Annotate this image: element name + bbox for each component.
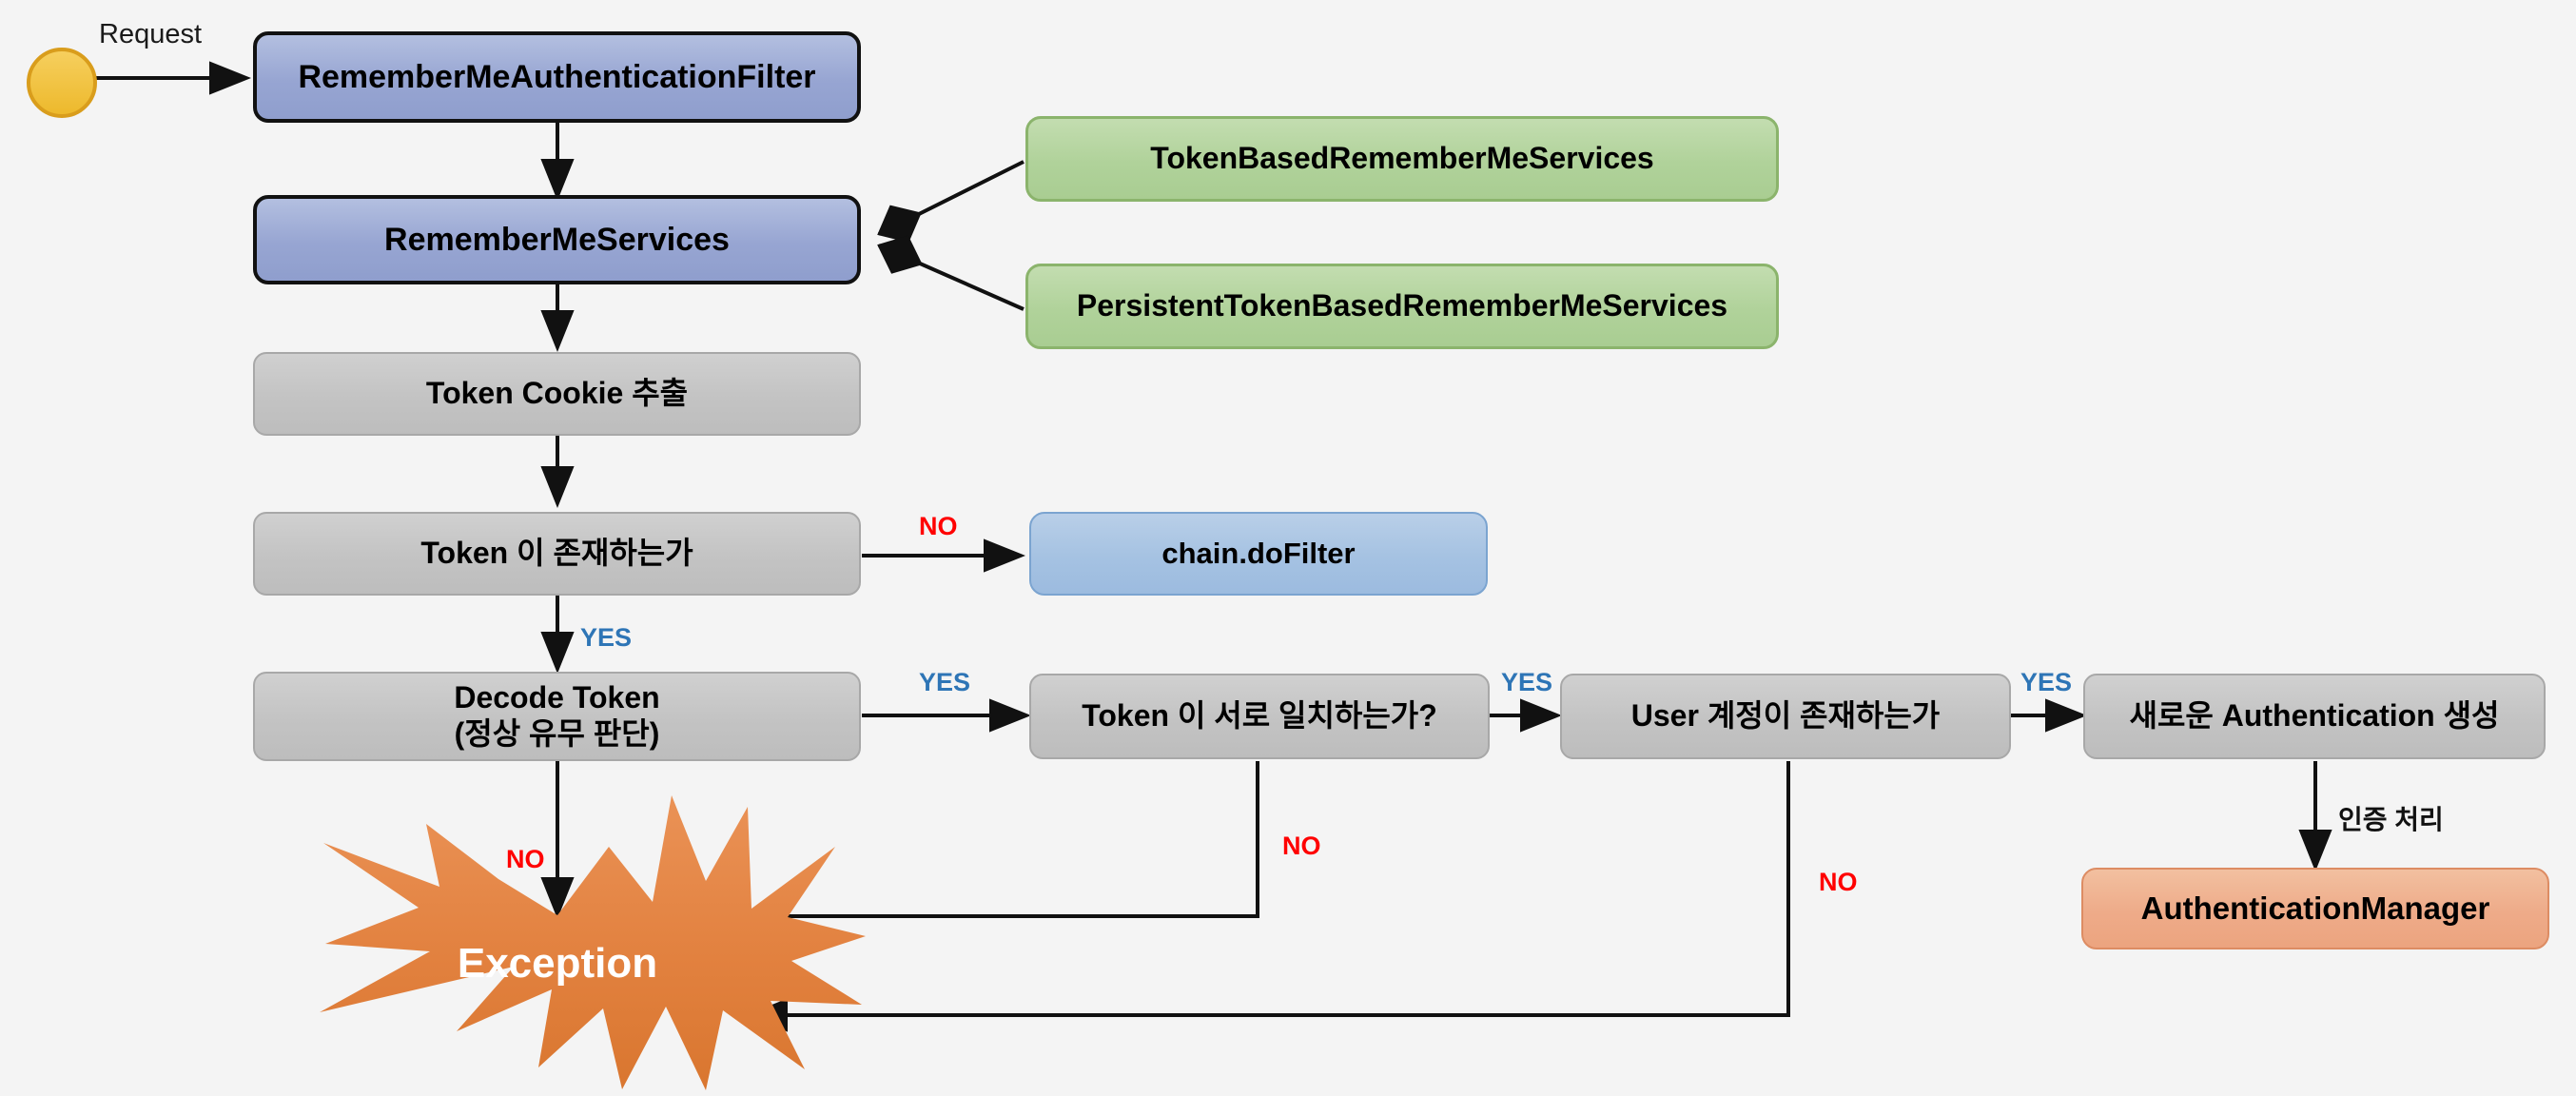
node-remembermeservices[interactable]: RememberMeServices xyxy=(253,195,861,284)
node-label: RememberMeServices xyxy=(384,221,730,258)
edge-label-user-exists-yes: YES xyxy=(2020,668,2073,696)
edge-label-decode-no: NO xyxy=(506,845,545,873)
edge-tokenmatch-to-exception xyxy=(736,761,1259,933)
node-tokenbasedremembermeservices[interactable]: TokenBasedRememberMeServices xyxy=(1025,116,1779,202)
node-token-match-decision[interactable]: Token 이 서로 일치하는가? xyxy=(1029,674,1490,759)
node-label-line1: Decode Token xyxy=(454,680,660,715)
node-token-exists-decision[interactable]: Token 이 존재하는가 xyxy=(253,512,861,596)
node-chain-dofilter[interactable]: chain.doFilter xyxy=(1029,512,1488,596)
node-label: RememberMeAuthenticationFilter xyxy=(298,58,816,95)
node-remembermeauthenticationfilter[interactable]: RememberMeAuthenticationFilter xyxy=(253,31,861,123)
node-label: TokenBasedRememberMeServices xyxy=(1150,141,1654,176)
node-label: Token 이 존재하는가 xyxy=(420,536,693,571)
node-label: PersistentTokenBasedRememberMeServices xyxy=(1076,288,1728,323)
edge-label-token-exists-no: NO xyxy=(919,512,958,540)
node-decode-token[interactable]: Decode Token (정상 유무 판단) xyxy=(253,672,861,761)
node-persistenttokenbasedremembermeservices[interactable]: PersistentTokenBasedRememberMeServices xyxy=(1025,264,1779,349)
node-new-authentication[interactable]: 새로운 Authentication 생성 xyxy=(2083,674,2546,759)
edge-label-token-match-yes: YES xyxy=(1501,668,1553,696)
node-label: AuthenticationManager xyxy=(2140,890,2490,926)
node-user-exists-decision[interactable]: User 계정이 존재하는가 xyxy=(1560,674,2011,759)
node-label: Token 이 서로 일치하는가? xyxy=(1082,698,1437,734)
node-extract-token-cookie[interactable]: Token Cookie 추출 xyxy=(253,352,861,436)
edge-tokenbased-to-services xyxy=(877,160,1025,243)
node-authenticationmanager[interactable]: AuthenticationManager xyxy=(2081,868,2549,949)
edge-label-auth-process: 인증 처리 xyxy=(2338,805,2444,834)
edge-userexists-to-exception xyxy=(746,761,1790,1032)
node-label: User 계정이 존재하는가 xyxy=(1630,698,1941,734)
node-label: Token Cookie 추출 xyxy=(425,376,689,411)
edge-label-token-match-no: NO xyxy=(1282,832,1321,860)
exception-label: Exception xyxy=(457,940,658,987)
edge-persistent-to-services xyxy=(877,235,1025,311)
edge-label-token-exists-yes: YES xyxy=(580,623,633,652)
node-label: chain.doFilter xyxy=(1161,536,1356,570)
edge-label-request: Request xyxy=(99,19,203,49)
node-label-line2: (정상 유무 판단) xyxy=(454,716,660,751)
node-label: 새로운 Authentication 생성 xyxy=(2129,698,2500,734)
edge-label-decode-yes: YES xyxy=(919,668,971,696)
start-circle[interactable] xyxy=(27,48,97,118)
edge-label-user-exists-no: NO xyxy=(1819,868,1858,896)
